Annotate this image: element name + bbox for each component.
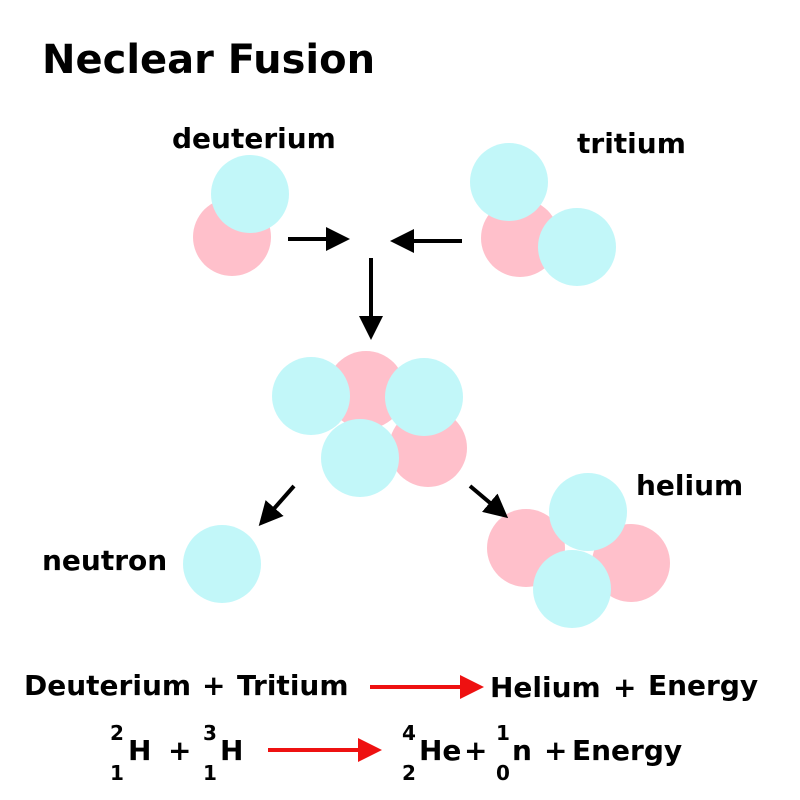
helium-nucleus	[487, 473, 670, 628]
eq-plus: +	[613, 671, 637, 704]
h2-symbol: H	[128, 734, 152, 767]
h2-mass-number: 2	[110, 721, 124, 745]
free-neutron	[183, 525, 261, 603]
eq-helium: Helium	[490, 671, 601, 704]
page-title: Neclear Fusion	[42, 37, 376, 83]
h2-atomic-number: 1	[110, 761, 124, 785]
arrow-down-left	[258, 484, 296, 526]
eq-plus: +	[464, 734, 488, 767]
h3-symbol: H	[220, 734, 244, 767]
deuterium-label: deuterium	[172, 122, 336, 155]
neutron-particle	[549, 473, 627, 551]
eq-tritium: Tritium	[237, 669, 349, 702]
deuterium-nucleus	[193, 155, 289, 276]
arrow-down-right	[468, 484, 509, 519]
h3-mass-number: 3	[203, 721, 217, 745]
he-atomic-number: 2	[402, 761, 416, 785]
neutron-particle	[272, 357, 350, 435]
helium-label: helium	[636, 469, 744, 502]
neutron-particle	[211, 155, 289, 233]
neutron-particle	[538, 208, 616, 286]
tritium-nucleus	[470, 143, 616, 286]
eq-plus: +	[202, 669, 226, 702]
n-atomic-number: 0	[496, 761, 510, 785]
he-mass-number: 4	[402, 721, 416, 745]
he-symbol: He	[419, 734, 462, 767]
n-symbol: n	[512, 734, 532, 767]
neutron-particle	[321, 419, 399, 497]
neutron-label: neutron	[42, 544, 168, 577]
tritium-label: tritium	[577, 127, 686, 160]
eq-energy: Energy	[572, 734, 683, 767]
eq-deuterium: Deuterium	[24, 669, 192, 702]
h3-atomic-number: 1	[203, 761, 217, 785]
proton-particle	[592, 524, 670, 602]
fused-nucleus	[272, 351, 467, 497]
eq-plus: +	[544, 734, 568, 767]
eq-plus: +	[168, 734, 192, 767]
neutron-particle	[385, 358, 463, 436]
neutron-particle	[183, 525, 261, 603]
neutron-particle	[470, 143, 548, 221]
eq-energy: Energy	[648, 669, 759, 702]
n-mass-number: 1	[496, 721, 510, 745]
neutron-particle	[533, 550, 611, 628]
